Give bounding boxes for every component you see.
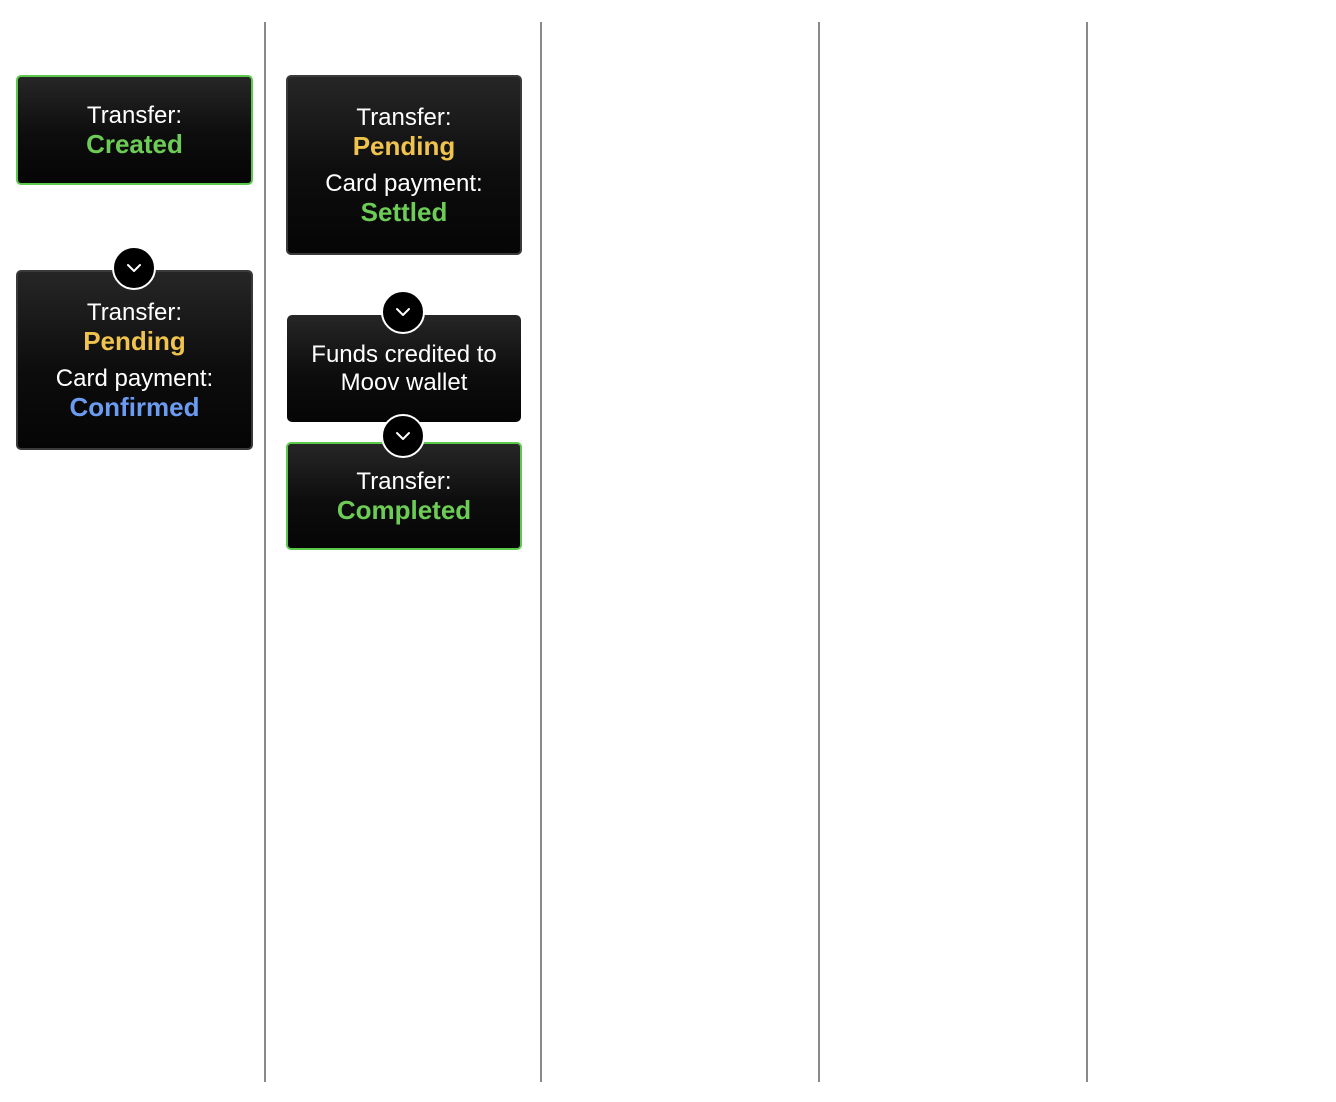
status-confirmed: Confirmed — [69, 392, 200, 422]
chevron-down-icon — [112, 246, 156, 290]
card-text: Funds credited to — [311, 340, 497, 368]
status-pending: Pending — [352, 131, 456, 161]
column-divider — [1086, 22, 1088, 1082]
status-created: Created — [86, 129, 183, 159]
card-label: Transfer: — [356, 468, 452, 495]
transfer-created-card: Transfer: Created — [16, 75, 253, 185]
column-divider — [264, 22, 266, 1082]
status-pending: Pending — [83, 326, 186, 356]
column-divider — [540, 22, 542, 1082]
chevron-down-icon — [381, 414, 425, 458]
card-label: Transfer: — [86, 299, 183, 326]
column-divider — [818, 22, 820, 1082]
card-label: Transfer: — [356, 104, 452, 131]
transfer-pending-confirmed-card: Transfer: Pending Card payment: Confirme… — [16, 270, 253, 450]
card-label: Card payment: — [325, 170, 483, 197]
status-completed: Completed — [336, 495, 472, 525]
transfer-completed-card: Transfer: Completed — [286, 442, 522, 550]
card-label: Card payment: — [55, 365, 214, 392]
card-label: Transfer: — [86, 102, 183, 129]
card-text: Moov wallet — [340, 368, 468, 396]
transfer-pending-settled-card: Transfer: Pending Card payment: Settled — [286, 75, 522, 255]
status-settled: Settled — [360, 197, 448, 227]
chevron-down-icon — [381, 290, 425, 334]
